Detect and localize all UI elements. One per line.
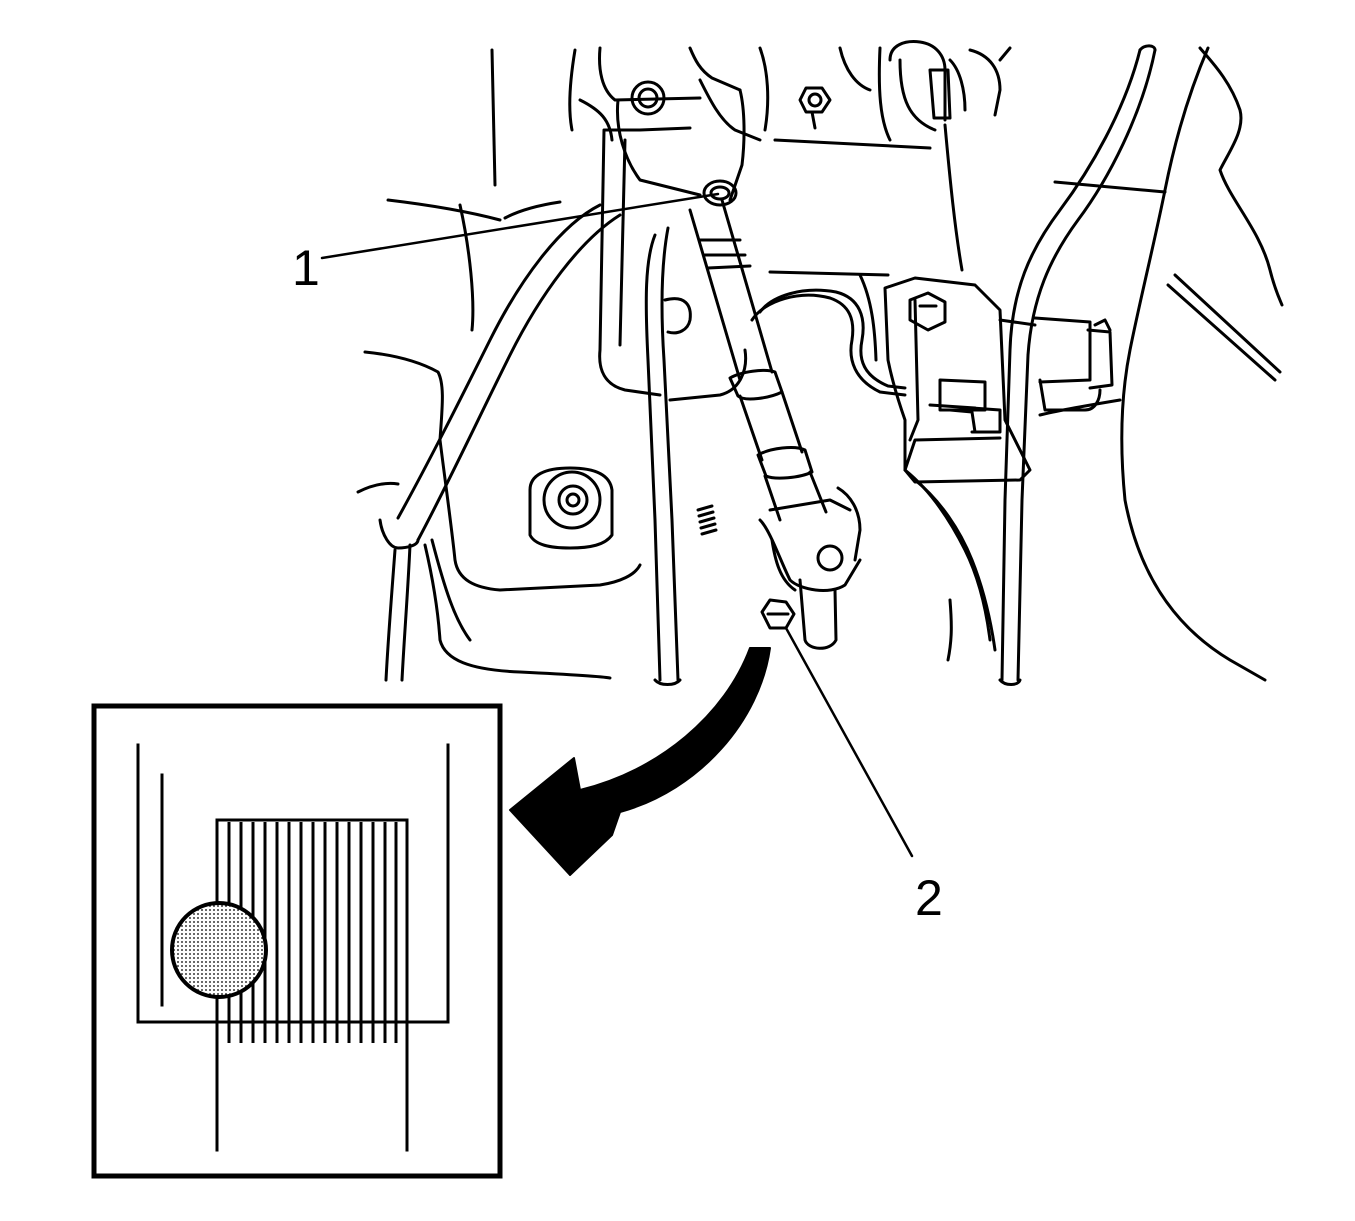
left-frame-lines xyxy=(386,48,562,332)
center-left-hard-line xyxy=(644,226,682,686)
dome-grommet xyxy=(528,466,614,550)
curved-arrow-icon xyxy=(509,647,771,876)
threaded-stud xyxy=(696,504,718,536)
left-body-panel xyxy=(356,48,642,680)
right-panel xyxy=(1038,46,1284,682)
right-bracket xyxy=(883,276,1114,484)
pinch-bolt-nut xyxy=(760,598,796,630)
dash-edges xyxy=(768,46,932,362)
leader-line-2 xyxy=(784,626,914,858)
wire-harness xyxy=(750,288,997,662)
leader-line-1 xyxy=(320,192,720,260)
inset-alignment-mark xyxy=(170,901,268,999)
upper-fitting xyxy=(702,179,738,207)
inset-frame xyxy=(91,703,503,1179)
detail-inset xyxy=(91,703,503,1179)
callout-label-2: 2 xyxy=(915,870,943,926)
column-bracket xyxy=(598,46,770,402)
pedal-support xyxy=(877,40,1012,272)
leader-lines xyxy=(320,192,914,858)
top-nut xyxy=(798,86,832,130)
callout-label-1: 1 xyxy=(292,240,320,296)
inset-housing xyxy=(136,743,450,1024)
left-pipe xyxy=(378,203,622,682)
right-hard-line xyxy=(998,44,1157,686)
intermediate-shaft xyxy=(688,198,862,650)
